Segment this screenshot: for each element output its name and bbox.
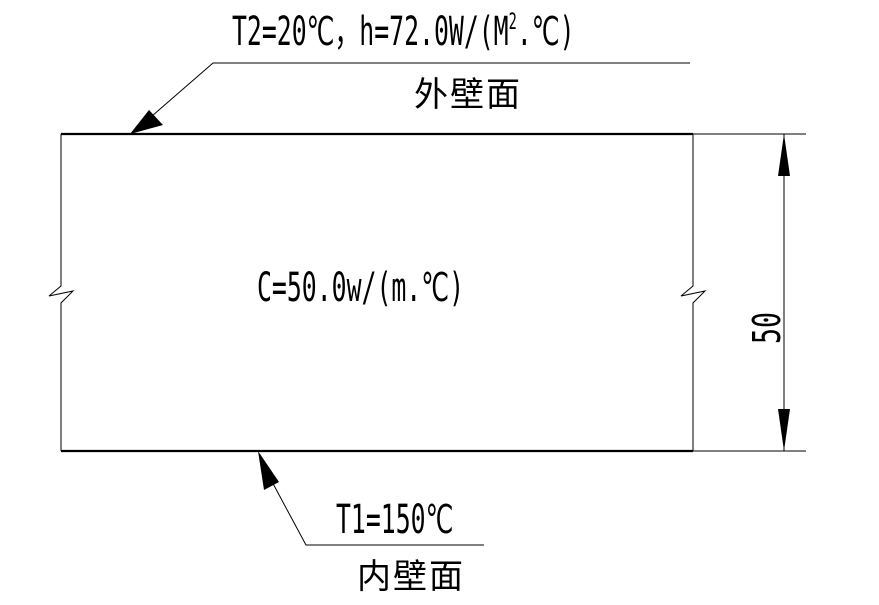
right-break-line <box>680 134 707 451</box>
thermal-conductivity-label: C=50.0w/(m.℃) <box>257 265 465 311</box>
dimension-arrow-top <box>778 134 790 176</box>
outer-leader-arrow <box>130 110 163 134</box>
area-unit-superscript: 2 <box>508 9 517 35</box>
inner-surface-condition: T1=150℃ <box>336 497 454 543</box>
outer-surface-condition-text: T2=20℃，h=72.0W/(M <box>232 9 509 55</box>
dimension-arrow-bottom <box>778 409 790 451</box>
dimension-value: 50 <box>744 311 789 345</box>
inner-leader-arrow <box>258 451 279 490</box>
outer-surface-name: 外壁面 <box>414 75 522 115</box>
inner-surface-name: 内壁面 <box>357 557 465 597</box>
left-break-line <box>48 134 75 451</box>
inner-leader-line <box>269 477 484 546</box>
outer-leader-line <box>151 62 690 117</box>
outer-surface-condition-tail: .℃) <box>516 9 575 55</box>
outer-surface-condition: T2=20℃，h=72.0W/(M2.℃) <box>232 9 575 55</box>
